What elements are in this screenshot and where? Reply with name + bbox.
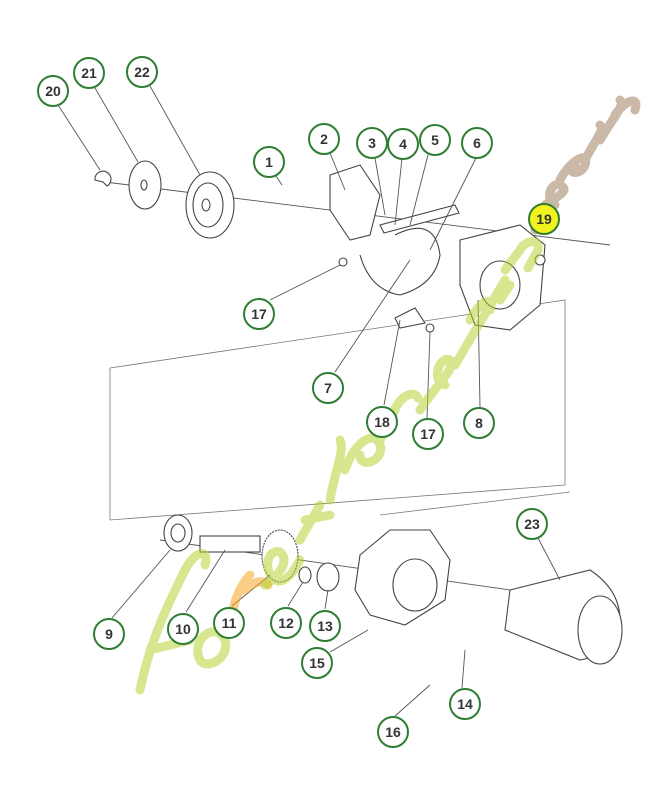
seal-part xyxy=(316,562,340,592)
callout-17[interactable]: 17 xyxy=(243,298,275,330)
callout-7[interactable]: 7 xyxy=(312,372,344,404)
bracket-line xyxy=(379,491,571,516)
callout-23[interactable]: 23 xyxy=(516,508,548,540)
callout-6[interactable]: 6 xyxy=(461,127,493,159)
callout-13[interactable]: 13 xyxy=(309,610,341,642)
assembly-frame xyxy=(109,299,566,521)
callout-22[interactable]: 22 xyxy=(126,56,158,88)
callout-19[interactable]: 19 xyxy=(528,203,560,235)
callout-1[interactable]: 1 xyxy=(253,146,285,178)
callout-18[interactable]: 18 xyxy=(366,406,398,438)
nut-part-2 xyxy=(425,323,435,333)
nut-part xyxy=(338,257,348,267)
callout-14[interactable]: 14 xyxy=(449,688,481,720)
spacer-part xyxy=(298,566,312,584)
shaft-part xyxy=(199,535,261,553)
callout-12[interactable]: 12 xyxy=(270,607,302,639)
callout-4[interactable]: 4 xyxy=(387,128,419,160)
bracket-part xyxy=(329,164,381,241)
callout-21[interactable]: 21 xyxy=(73,57,105,89)
callout-3[interactable]: 3 xyxy=(356,127,388,159)
callout-9[interactable]: 9 xyxy=(93,618,125,650)
callout-2[interactable]: 2 xyxy=(308,123,340,155)
callout-20[interactable]: 20 xyxy=(37,75,69,107)
callout-11[interactable]: 11 xyxy=(213,607,245,639)
callout-15[interactable]: 15 xyxy=(301,647,333,679)
washer-hole xyxy=(140,179,148,191)
brake-band-part xyxy=(359,227,441,296)
motor-face xyxy=(577,595,623,665)
bearing-inner xyxy=(170,523,186,543)
callout-5[interactable]: 5 xyxy=(419,124,451,156)
callout-17-b[interactable]: 17 xyxy=(412,418,444,450)
callout-16[interactable]: 16 xyxy=(377,716,409,748)
clip-part xyxy=(394,307,426,329)
pulley-hub xyxy=(201,198,211,212)
spring-part xyxy=(379,204,460,234)
callout-8[interactable]: 8 xyxy=(463,407,495,439)
callout-10[interactable]: 10 xyxy=(167,613,199,645)
circlip-part xyxy=(94,170,112,187)
gear-housing-bore xyxy=(392,558,438,612)
